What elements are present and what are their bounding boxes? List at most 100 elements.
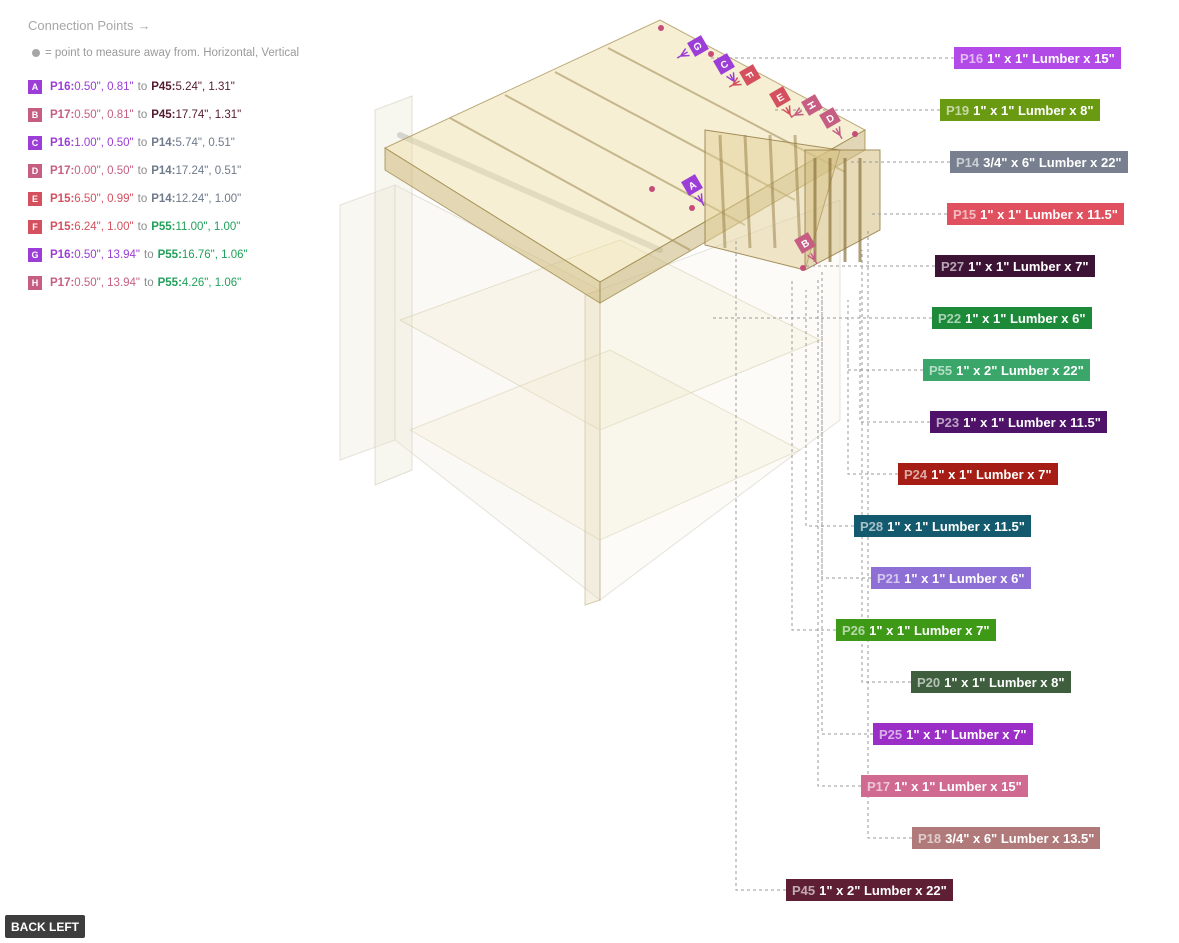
- marker-badge: [739, 64, 761, 86]
- leader-line-p26: [791, 280, 836, 631]
- to-part: P55:: [157, 277, 182, 289]
- arrow-right-icon: →: [137, 18, 151, 33]
- from-value: 6.50", 0.99": [74, 193, 134, 205]
- part-desc: 3/4" x 6" Lumber x 22": [983, 154, 1122, 170]
- from-value: 0.50", 13.94": [74, 277, 141, 289]
- part-id: P14: [956, 154, 980, 170]
- from-value: 0.50", 13.94": [74, 249, 141, 261]
- from-part: P16:: [50, 81, 75, 93]
- part-id: P15: [953, 206, 977, 222]
- marker-badge: [794, 232, 816, 254]
- marker-arrow-icon: [807, 251, 818, 265]
- marker-letter: A: [687, 180, 699, 193]
- measure-point-icon: [689, 205, 695, 211]
- drawer-slat: [768, 134, 777, 249]
- marker-arrow-icon: [694, 193, 705, 207]
- to-part: P55:: [151, 221, 176, 233]
- connection-badge: F: [28, 220, 42, 234]
- to-part: P14:: [151, 165, 176, 177]
- view-back-left-button[interactable]: BACK LEFT: [5, 915, 85, 938]
- to-value: 5.74", 0.51": [175, 137, 235, 149]
- part-id: P24: [904, 466, 928, 482]
- part-desc: 1" x 1" Lumber x 15": [987, 50, 1115, 66]
- to-word: to: [137, 81, 148, 93]
- part-id: P20: [917, 674, 941, 690]
- part-id: P17: [867, 778, 891, 794]
- connection-badge: D: [28, 164, 42, 178]
- connection-marker-d: D: [819, 107, 843, 140]
- part-id: P26: [842, 622, 866, 638]
- from-part: P17:: [50, 109, 75, 121]
- legend-note-text: = point to measure away from. Horizontal…: [45, 47, 300, 59]
- part-desc: 1" x 1" Lumber x 7": [906, 726, 1027, 742]
- part-id: P28: [860, 518, 884, 534]
- part-desc: 1" x 1" Lumber x 7": [869, 622, 990, 638]
- to-word: to: [144, 277, 154, 289]
- part-id: P22: [938, 310, 962, 326]
- drawer-slat: [793, 134, 802, 249]
- leader-line-p17: [817, 280, 861, 787]
- marker-arrow-icon: [676, 48, 690, 59]
- marker-arrow-icon: [782, 105, 793, 119]
- leader-line-p20: [861, 250, 911, 683]
- connection-badge: H: [28, 276, 42, 290]
- to-word: to: [137, 137, 148, 149]
- from-value: 0.50", 0.81": [74, 81, 134, 93]
- marker-badge: [819, 107, 841, 129]
- connection-badge: A: [28, 80, 42, 94]
- to-value: 17.74", 1.31": [175, 109, 242, 121]
- part-id: P18: [918, 830, 942, 846]
- wardrobe-model: [339, 19, 881, 606]
- leader-lines: [710, 57, 954, 891]
- to-word: to: [137, 165, 148, 177]
- dot-icon: [32, 48, 40, 57]
- drawer-slat: [718, 134, 727, 249]
- top-slat: [449, 117, 691, 251]
- from-value: 6.24", 1.00": [74, 221, 134, 233]
- part-desc: 1" x 1" Lumber x 15": [894, 778, 1022, 794]
- to-part: P14:: [151, 193, 176, 205]
- to-part: P45:: [151, 109, 176, 121]
- to-word: to: [137, 221, 148, 233]
- to-value: 17.24", 0.51": [175, 165, 242, 177]
- part-desc: 1" x 1" Lumber x 11.5": [887, 518, 1025, 534]
- measure-point-icon: [800, 265, 806, 271]
- leader-line-p45: [735, 240, 786, 891]
- marker-badge: [713, 53, 735, 75]
- marker-letter: D: [825, 113, 837, 126]
- from-part: P16:: [50, 249, 75, 261]
- from-part: P16:: [50, 137, 75, 149]
- part-id: P19: [946, 102, 970, 118]
- to-value: 4.26", 1.06": [181, 277, 242, 289]
- part-id: P21: [877, 570, 901, 586]
- side-post: [374, 95, 413, 486]
- connection-badge: E: [28, 192, 42, 206]
- part-desc: 1" x 1" Lumber x 8": [973, 102, 1094, 118]
- side-panel: [339, 184, 396, 461]
- to-part: P55:: [157, 249, 182, 261]
- part-id: P55: [929, 362, 953, 378]
